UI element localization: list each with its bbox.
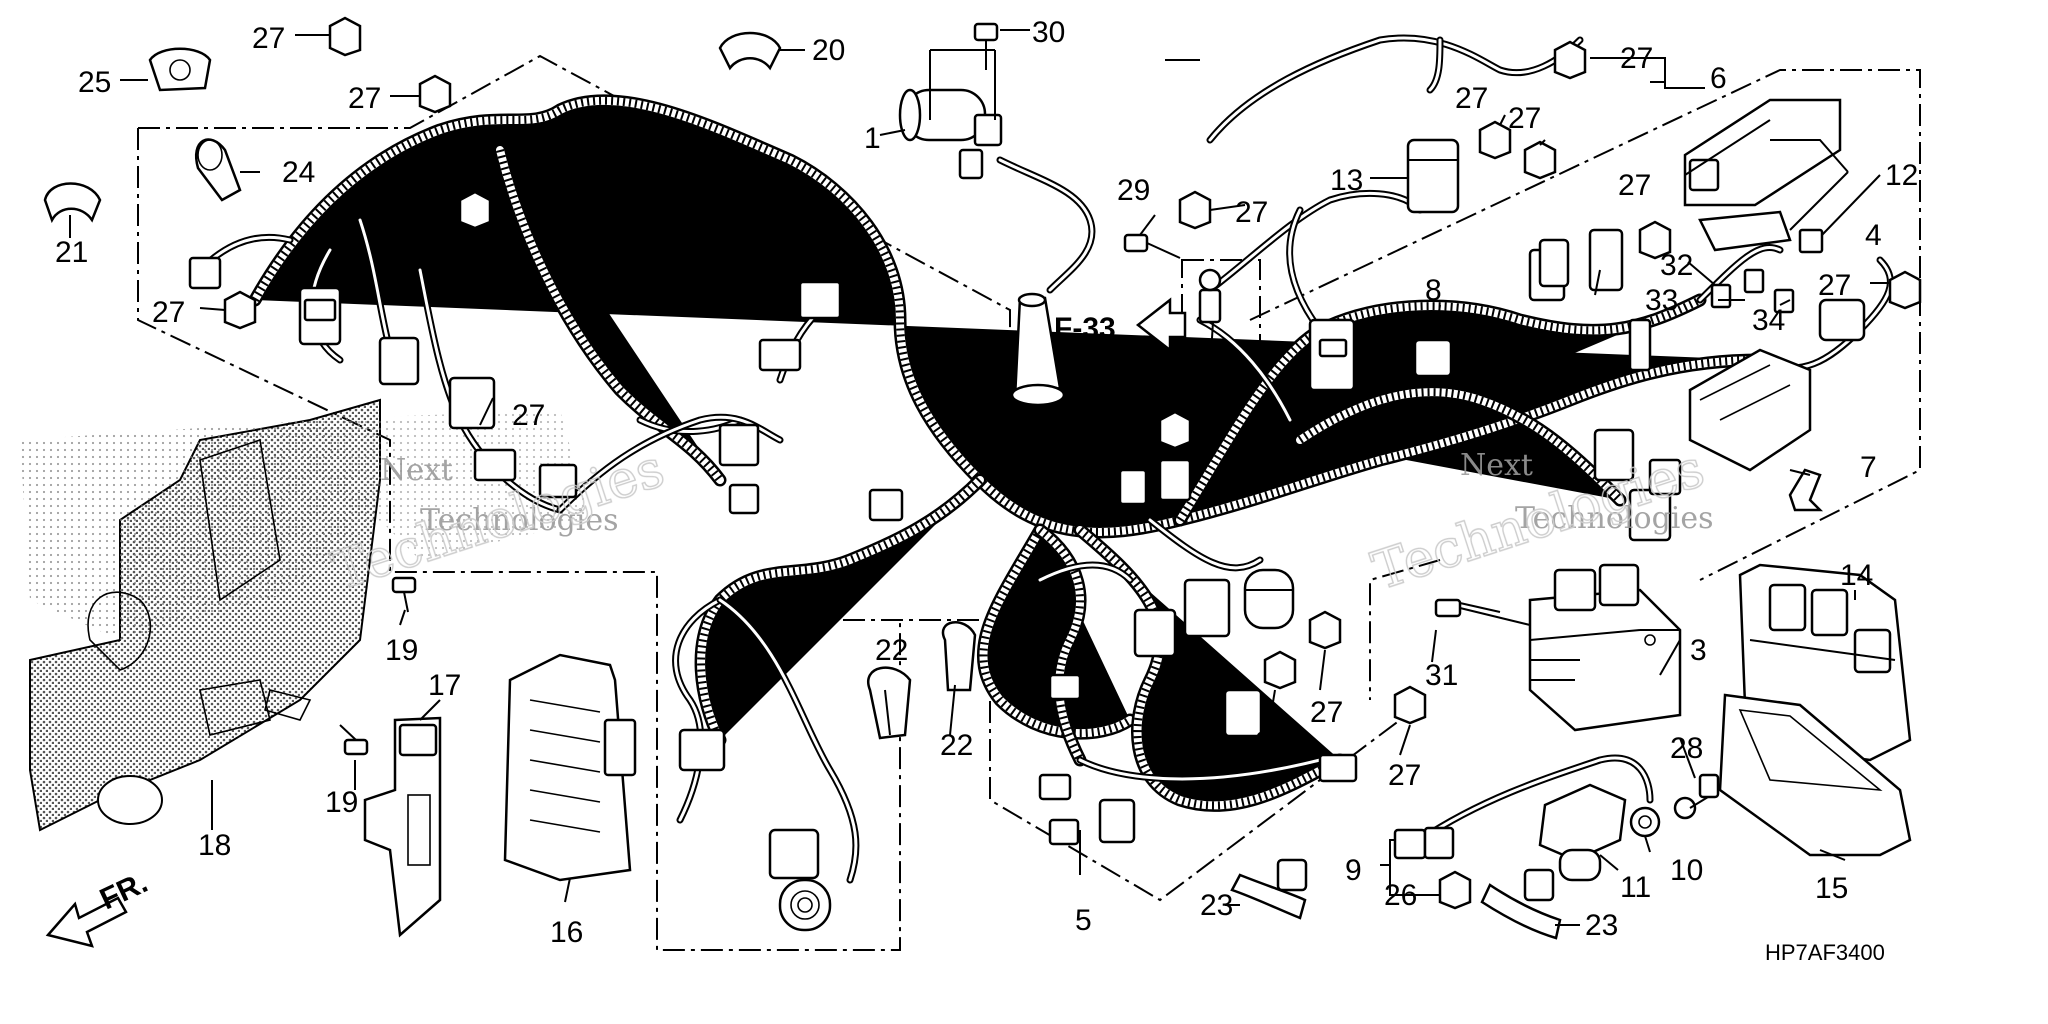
callout-23b: 23 (1585, 909, 1618, 942)
part-3-regulator-rectifier (1528, 563, 1682, 732)
callout-31: 31 (1425, 659, 1458, 692)
callout-27k: 27 (1618, 169, 1651, 202)
callout-23: 23 (1200, 889, 1233, 922)
callout-9: 9 (1345, 854, 1362, 887)
part-callouts: 1 2 3 4 5 6 7 8 9 10 11 12 13 14 15 16 1… (55, 16, 1918, 949)
callout-8: 8 (1425, 274, 1442, 307)
callout-11: 11 (1620, 871, 1651, 904)
callout-27g: 27 (1075, 419, 1108, 452)
parts-10-11-28 (1629, 773, 1720, 838)
callout-10: 10 (1670, 854, 1703, 887)
callout-24: 24 (282, 156, 315, 189)
callout-29: 29 (1117, 174, 1150, 207)
callout-20: 20 (812, 34, 845, 67)
callout-7: 7 (1860, 451, 1877, 484)
callout-14: 14 (1840, 559, 1873, 592)
part-16-module (503, 653, 637, 882)
callout-15: 15 (1815, 872, 1848, 905)
callout-27b: 27 (348, 82, 381, 115)
callout-33: 33 (1645, 284, 1678, 317)
callout-21: 21 (55, 236, 88, 269)
part-17-bracket (363, 716, 442, 938)
callout-27j: 27 (1508, 102, 1541, 135)
callout-19: 19 (385, 634, 418, 667)
part-2-plug-cap (1010, 292, 1066, 407)
callout-26: 26 (1384, 879, 1417, 912)
part-12-fuse-box (1683, 98, 1842, 252)
callout-25: 25 (78, 66, 111, 99)
watermark-text: Technologies (1515, 501, 1714, 536)
part-13-relay (1406, 138, 1460, 214)
callout-27c: 27 (152, 296, 185, 329)
callout-1: 1 (864, 122, 881, 155)
part-7-clip (1788, 468, 1824, 512)
harness-connectors (188, 228, 1866, 932)
clips-27 (223, 16, 1922, 910)
callout-27i: 27 (1455, 82, 1488, 115)
callout-5: 5 (1075, 904, 1092, 937)
bolts (339, 22, 1181, 756)
callout-27a: 27 (252, 22, 285, 55)
callout-27n: 27 (1310, 696, 1343, 729)
f33-reference (1135, 268, 1222, 371)
callout-12: 12 (1885, 159, 1918, 192)
callout-27o: 27 (1388, 759, 1421, 792)
part-8-coupler (1413, 338, 1453, 378)
callout-28: 28 (1670, 732, 1703, 765)
callout-27d: 27 (452, 262, 485, 295)
f33-reference-label: F-33 (1054, 312, 1116, 345)
callout-4: 4 (1865, 219, 1882, 252)
diagram-code: HP7AF3400 (1765, 940, 1885, 965)
watermark-text: Next (1460, 448, 1533, 483)
callout-32: 32 (1660, 249, 1693, 282)
callout-27m: 27 (1255, 726, 1288, 759)
callout-34: 34 (1752, 304, 1785, 337)
part-9-sensor (1393, 783, 1627, 882)
callout-22b: 22 (940, 729, 973, 762)
small-fuses (1710, 228, 1824, 314)
callout-27h: 27 (1620, 42, 1653, 75)
watermark-text: Technologies (420, 503, 619, 538)
fuse-block (1688, 348, 1812, 472)
callout-18: 18 (198, 829, 231, 862)
leader-lines (69, 29, 1890, 926)
front-direction-arrow: FR. (45, 866, 153, 948)
part-15-unit-cover (1718, 693, 1912, 857)
callout-13: 13 (1330, 164, 1363, 197)
callout-27e: 27 (512, 399, 545, 432)
callout-27l: 27 (1818, 269, 1851, 302)
callout-16: 16 (550, 916, 583, 949)
part-31-bolt (1434, 598, 1531, 626)
part-1-ignition-coil (898, 49, 1003, 180)
callout-6: 6 (1710, 62, 1727, 95)
callout-30: 30 (1032, 16, 1065, 49)
callout-19b: 19 (325, 786, 358, 819)
callout-3: 3 (1690, 634, 1707, 667)
callout-2: 2 (1074, 369, 1091, 402)
watermark-text: Next (380, 453, 453, 488)
part-18-frame-panel (20, 398, 590, 832)
callout-22: 22 (875, 634, 908, 667)
callout-17: 17 (428, 669, 461, 702)
callout-27f: 27 (1235, 196, 1268, 229)
clamps-bands (43, 31, 1562, 940)
